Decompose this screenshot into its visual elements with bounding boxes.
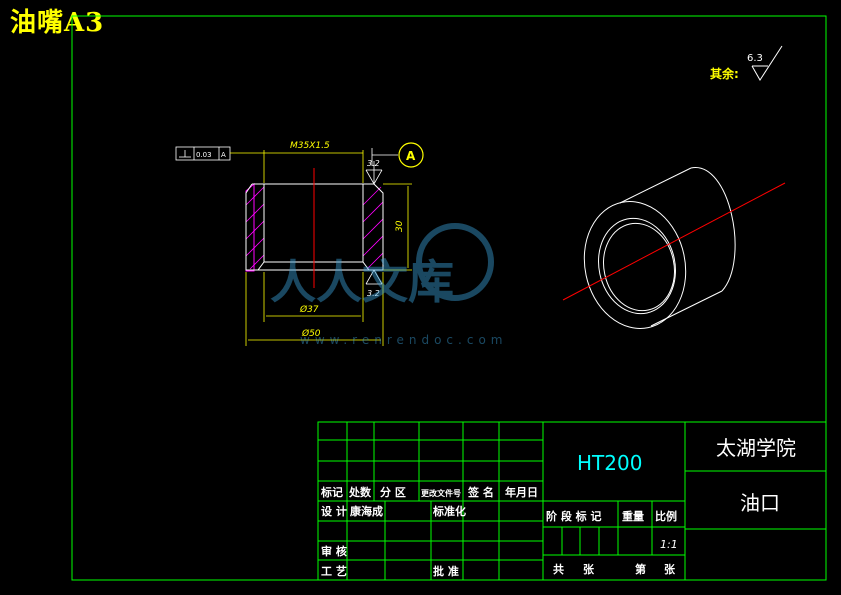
tb-shenhe: 审 核 (321, 544, 347, 558)
outer-diameter-label: Ø50 (301, 328, 321, 339)
outer-diameter-dimension (245, 272, 384, 346)
thread-label: M35X1.5 (290, 141, 330, 151)
height-dimension (383, 183, 412, 271)
tb-pizhun: 批 准 (433, 564, 459, 578)
title-block-grid (317, 421, 827, 581)
right-wall-hatch (362, 186, 384, 270)
tb-zhongliang: 重量 (622, 509, 644, 523)
drawing-title: 油嘴A3 (10, 8, 105, 38)
tb-sheji: 设 计 (321, 504, 347, 518)
height-label: 30 (395, 220, 405, 232)
tb-qianming: 签 名 (467, 485, 494, 499)
left-wall-hatch (245, 186, 265, 270)
tb-zhang1: 张 (583, 562, 595, 576)
tb-gong: 共 (553, 562, 564, 576)
surface-finish-bottom-icon (365, 269, 383, 285)
fcf-tolerance: 0.03 (196, 151, 212, 159)
tb-zhang2: 张 (664, 562, 676, 576)
datum-label: A (406, 149, 416, 163)
isometric-view (583, 167, 736, 329)
roughness-value: 6.3 (747, 53, 763, 64)
material: HT200 (577, 451, 642, 475)
tb-designer: 康海成 (350, 504, 383, 518)
thread-dimension (263, 150, 364, 183)
inner-diameter-label: Ø37 (299, 304, 319, 315)
feature-control-frame (175, 146, 264, 161)
tb-nianyueri: 年月日 (505, 485, 538, 499)
watermark-url: www.renrendoc.com (300, 333, 507, 347)
tb-di: 第 (635, 562, 646, 576)
tb-bili: 比例 (655, 509, 677, 523)
watermark-text: 人人文库 (270, 255, 454, 309)
fcf-datum: A (221, 151, 226, 159)
inner-diameter-dimension (263, 272, 364, 322)
surface-finish-top: 3.2 (367, 159, 380, 168)
tb-chushu: 处数 (348, 485, 372, 499)
tb-biaozhunhua: 标准化 (432, 504, 466, 518)
tb-gongyi: 工 艺 (321, 564, 347, 578)
surface-finish-top-icon (365, 161, 383, 185)
watermark-logo-icon (416, 223, 494, 301)
tb-jieduan: 阶 段 标 记 (546, 509, 602, 523)
tb-scale: 1:1 (660, 538, 678, 551)
tb-biaoji: 标记 (320, 485, 343, 499)
tb-fenqu: 分 区 (380, 485, 406, 499)
datum-marker (371, 142, 424, 168)
part-name: 油口 (740, 491, 780, 515)
tb-gengai: 更改文件号 (421, 488, 461, 498)
isometric-axis (562, 182, 786, 301)
surface-finish-bottom: 3.2 (367, 289, 380, 298)
roughness-label: 其余: (710, 66, 739, 81)
watermark: 人人文库 www.renrendoc.com (270, 223, 507, 347)
roughness-symbol-icon (751, 45, 783, 81)
school-name: 太湖学院 (716, 436, 796, 460)
